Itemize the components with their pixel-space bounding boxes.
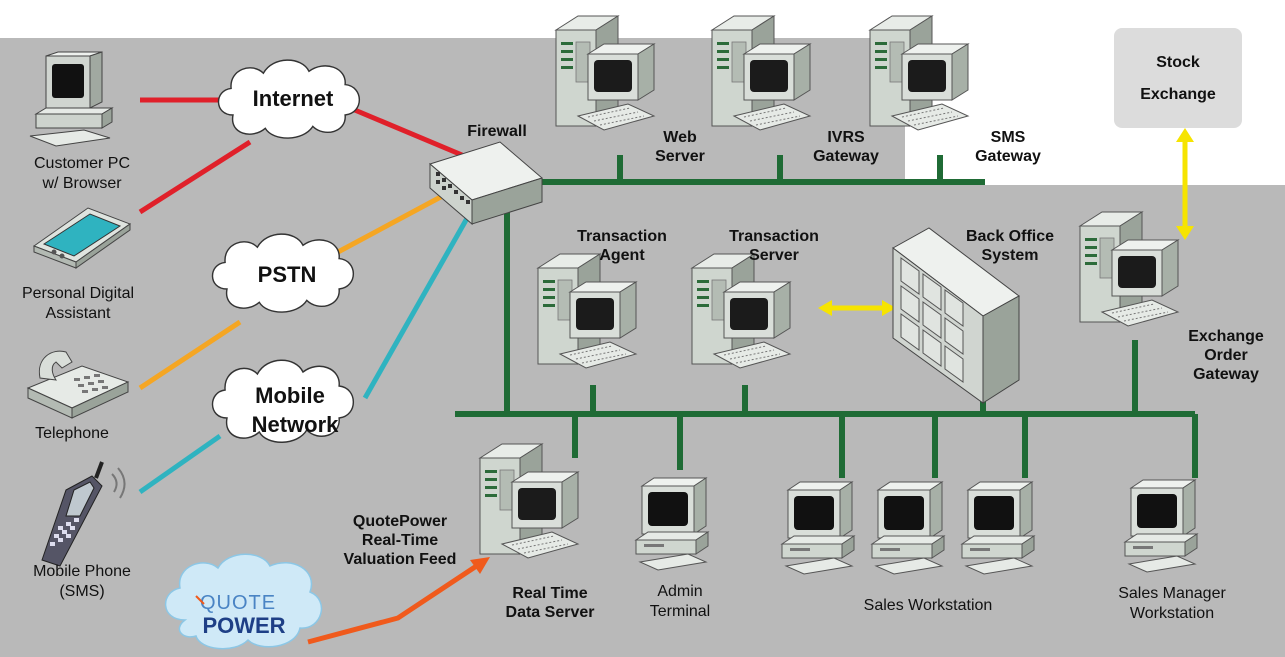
label-line: Agent: [599, 247, 645, 264]
label-line: Real Time: [512, 585, 587, 602]
quotepower-logo: QUOTE POWER: [164, 553, 323, 650]
internet-cloud-label: Internet: [253, 86, 334, 111]
sales-workstation-label: Sales Workstation: [864, 597, 993, 614]
label-line: IVRS: [827, 129, 865, 146]
network-zone-background: [0, 38, 1285, 657]
label-line: Order: [1204, 347, 1248, 364]
label-line: Firewall: [467, 123, 527, 140]
label-line: Exchange: [1140, 86, 1216, 103]
label-line: Workstation: [1130, 605, 1214, 622]
mobile-phone-icon: [41, 461, 126, 567]
sms-gateway-label: SMS Gateway: [975, 129, 1041, 165]
label-line: Gateway: [1193, 366, 1259, 383]
web-server-icon: [555, 15, 655, 131]
mobile-cloud-label-line1: Mobile: [255, 383, 325, 408]
quotepower-logo-top: QUOTE: [200, 592, 276, 614]
label-line: Transaction: [577, 228, 667, 245]
sms-gateway-icon: [869, 15, 969, 131]
stock-exchange-box: [1114, 28, 1242, 128]
pstn-cloud-label: PSTN: [258, 262, 317, 287]
firewall-label: Firewall: [467, 123, 527, 140]
label-line: Server: [655, 148, 705, 165]
mobile-network-connections: [138, 204, 477, 495]
telephone-icon: [26, 350, 130, 419]
label-line: Customer PC: [34, 155, 130, 172]
label-line: Mobile Phone: [33, 563, 131, 580]
internet-connections: [138, 97, 463, 215]
ivrs-gateway-icon: [711, 15, 811, 131]
label-line: Terminal: [650, 603, 710, 620]
label-line: Web: [663, 129, 697, 146]
label-line: Telephone: [35, 425, 109, 442]
label-line: Gateway: [813, 148, 879, 165]
customer-pc-icon: [29, 51, 114, 147]
label-line: SMS: [991, 129, 1026, 146]
label-line: Server: [749, 247, 799, 264]
label-line: Exchange: [1188, 328, 1264, 345]
pstn-connections: [138, 189, 452, 391]
mobile-phone-label: Mobile Phone (SMS): [33, 563, 131, 600]
ivrs-gateway-label: IVRS Gateway: [813, 129, 879, 165]
label-line: Transaction: [729, 228, 819, 245]
label-line: System: [982, 247, 1039, 264]
label-line: Sales Workstation: [864, 597, 993, 614]
quotepower-logo-bottom: POWER: [202, 613, 285, 638]
label-line: Gateway: [975, 148, 1041, 165]
label-line: Admin: [657, 583, 702, 600]
label-line: QuotePower: [353, 513, 447, 530]
quotepower-feed-line: [307, 557, 490, 645]
label-line: Stock: [1156, 54, 1200, 71]
pda-icon: [32, 207, 132, 269]
label-line: Sales Manager: [1118, 585, 1226, 602]
mobile-cloud-label-line2: Network: [252, 412, 340, 437]
firewall-icon: [428, 141, 544, 226]
label-line: Personal Digital: [22, 285, 134, 302]
label-line: (SMS): [59, 583, 104, 600]
label-line: Real-Time: [362, 532, 438, 549]
telephone-label: Telephone: [35, 425, 109, 442]
customer-pc-label: Customer PC w/ Browser: [34, 155, 130, 192]
exchange-links: [818, 128, 1194, 316]
label-line: Assistant: [46, 305, 111, 322]
green-network-bus: [455, 155, 1198, 478]
back-office-system-icon: [892, 227, 1020, 404]
label-line: Back Office: [966, 228, 1054, 245]
label-line: w/ Browser: [41, 175, 122, 192]
label-line: Data Server: [506, 604, 595, 621]
label-line: Valuation Feed: [344, 551, 457, 568]
